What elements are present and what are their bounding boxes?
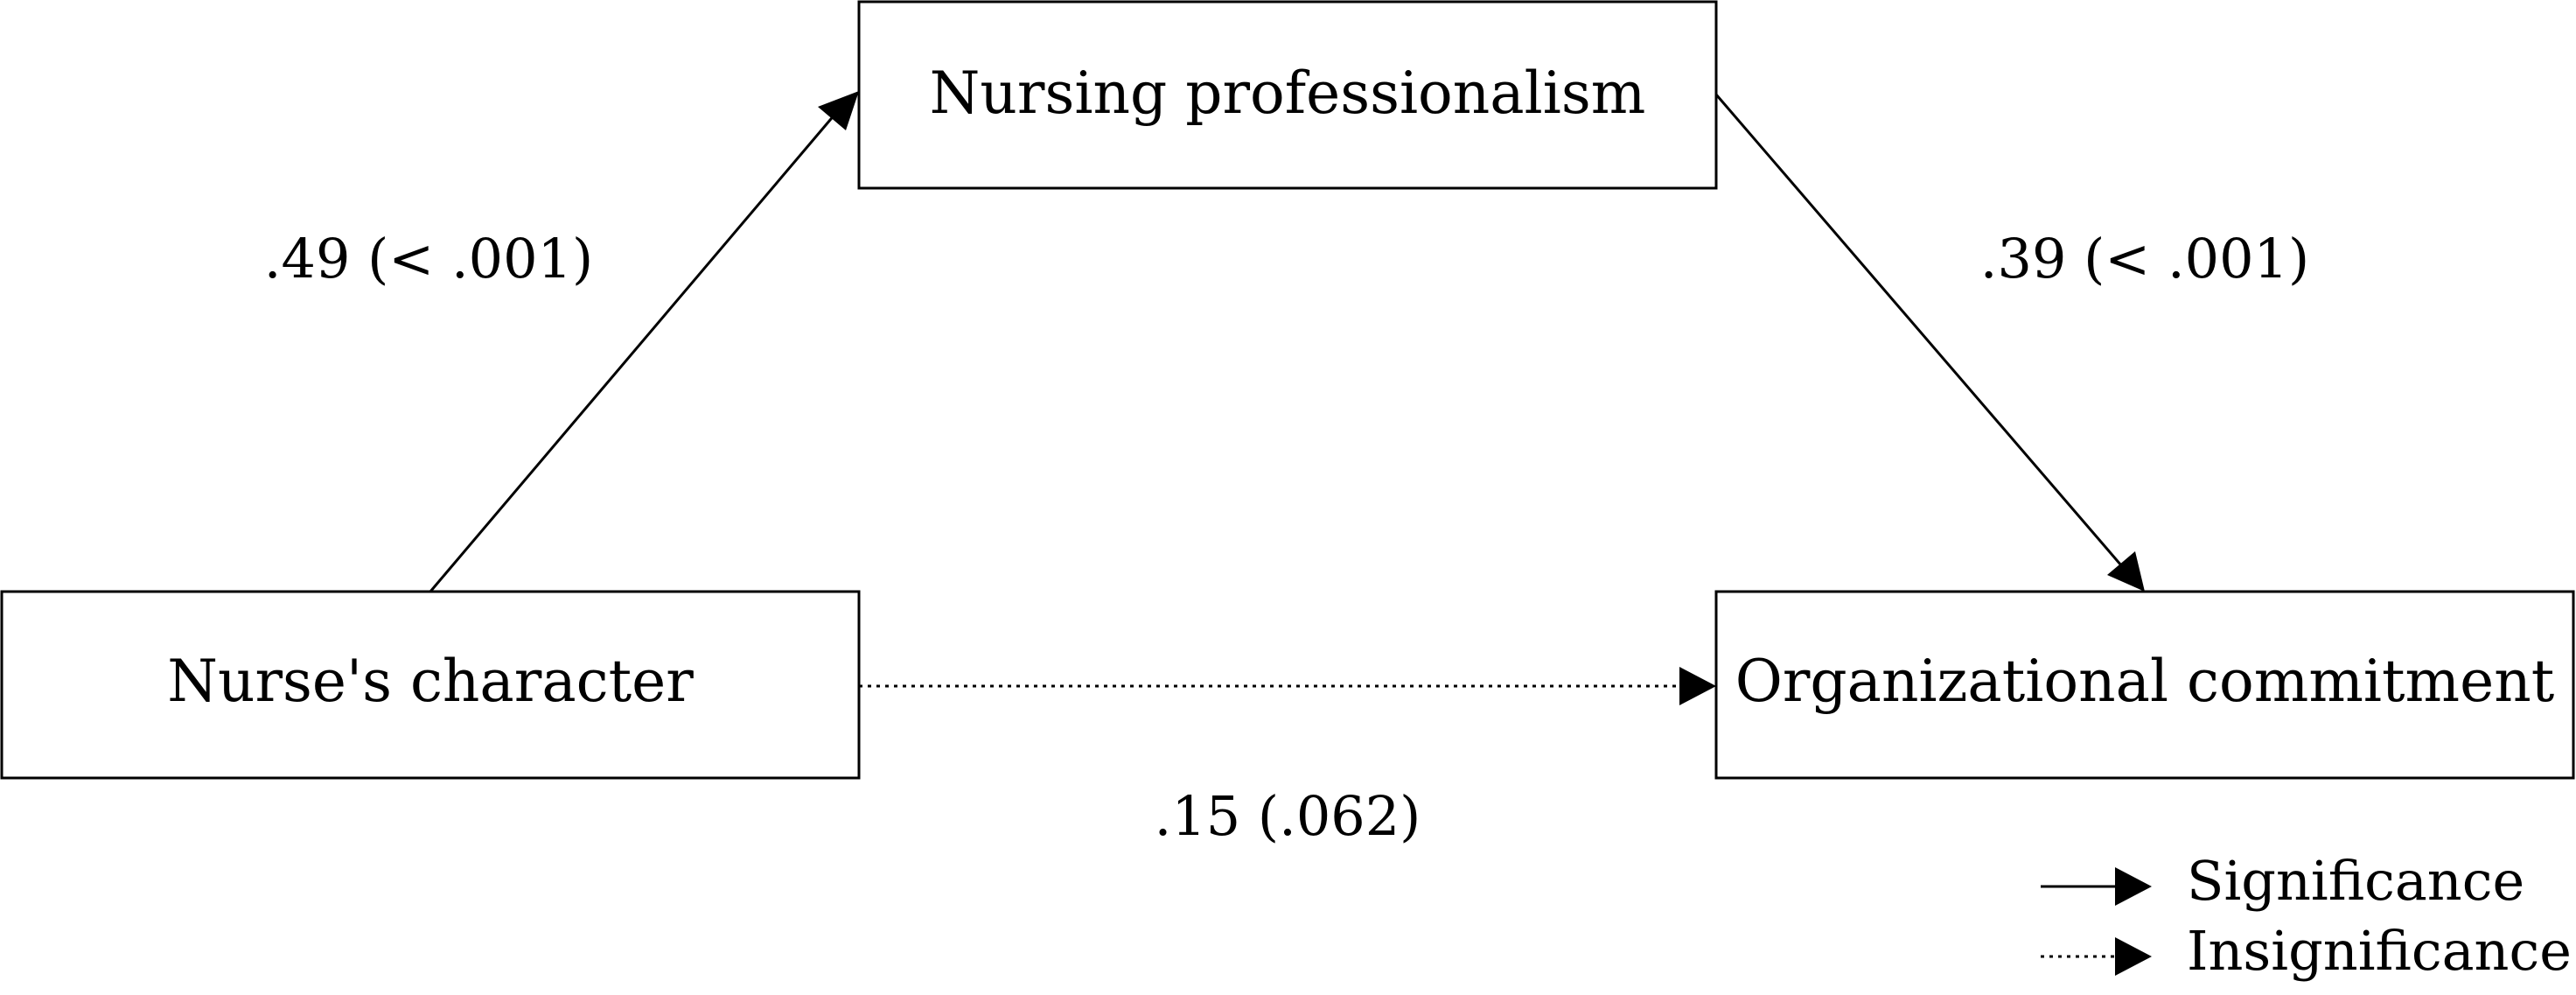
node-label-nurses-character: Nurse's character — [167, 648, 694, 715]
edge-label-c: .15 (.062) — [1155, 784, 1421, 848]
arrow-a-path — [429, 91, 859, 592]
legend-label-significance: Significance — [2187, 849, 2524, 913]
node-nursing-professionalism: Nursing professionalism — [857, 0, 1718, 190]
arrow-b-path — [1714, 94, 2145, 592]
legend-item-insignificance: Insignificance — [2041, 919, 2572, 983]
edge-label-a: .49 (< .001) — [264, 227, 593, 291]
node-label-nursing-professionalism: Nursing professionalism — [930, 60, 1646, 127]
legend-label-insignificance: Insignificance — [2187, 919, 2572, 983]
node-organizational-commitment: Organizational commitment — [1714, 590, 2575, 780]
legend-item-significance: Significance — [2041, 849, 2524, 913]
node-label-organizational-commitment: Organizational commitment — [1735, 648, 2554, 715]
node-nurses-character: Nurse's character — [0, 590, 861, 780]
arrow-c-path — [859, 667, 1716, 705]
legend: Significance Insignificance — [2041, 849, 2572, 983]
edge-label-b: .39 (< .001) — [1980, 227, 2309, 291]
